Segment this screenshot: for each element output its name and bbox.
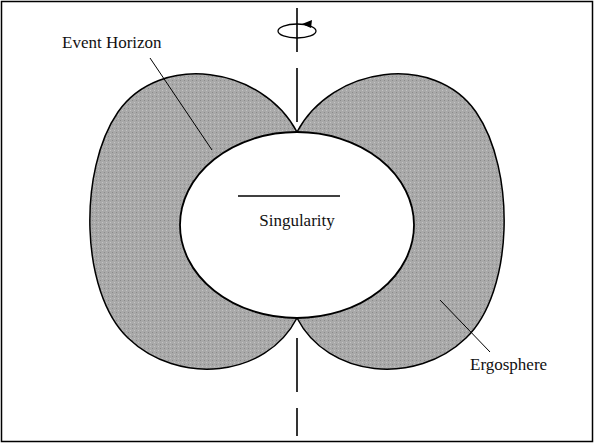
singularity-ring bbox=[238, 195, 340, 197]
leader-line bbox=[150, 58, 212, 150]
leader-line bbox=[440, 300, 490, 352]
part-label: Ergosphere bbox=[470, 356, 547, 375]
event-horizon bbox=[180, 132, 414, 318]
rotation-axis bbox=[296, 68, 298, 122]
rotation-axis bbox=[296, 338, 298, 392]
part-label: Event Horizon bbox=[62, 34, 162, 53]
rotation-arrowhead bbox=[302, 20, 312, 28]
rotation-axis bbox=[296, 8, 298, 52]
part-label: Singularity bbox=[259, 212, 335, 231]
rotation-axis bbox=[296, 408, 298, 436]
